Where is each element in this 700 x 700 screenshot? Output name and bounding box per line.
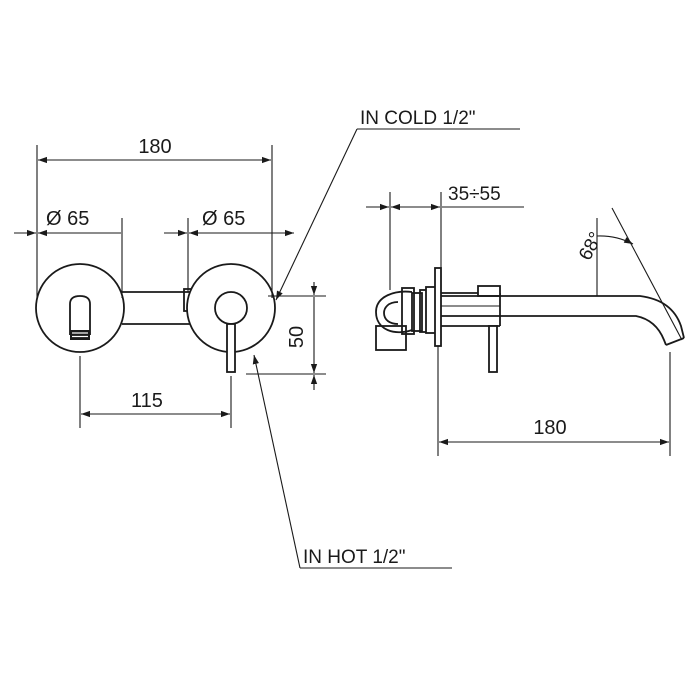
dim-spout-offset: 115 [79,356,232,428]
spout-profile [441,295,685,346]
dim-diameter-right-label: Ø 65 [202,208,245,230]
dim-spout-offset-label: 115 [131,390,163,412]
mixer-rosette [186,263,276,373]
hot-inlet-label: IN HOT 1/2" [303,547,405,568]
dim-diameter-left-label: Ø 65 [46,208,89,230]
dim-spout-length-label: 180 [533,417,566,439]
connecting-bar [122,288,193,325]
dim-diameter-right: Ø 65 [164,208,294,292]
dim-vertical-offset: 50 [246,282,326,390]
dim-spout-angle-label: 68° [575,229,607,264]
dim-front-width: 180 [36,136,273,298]
dim-vertical-offset-label: 50 [286,326,308,348]
valve-body [375,286,437,351]
dim-spout-length: 180 [437,346,671,456]
lever-profile [488,325,498,373]
mixer-lever [226,323,236,373]
spout-rosette [35,263,125,353]
hot-inlet-callout: IN HOT 1/2" [252,354,452,569]
dim-wall-depth-label: 35÷55 [448,184,501,205]
dim-front-width-label: 180 [138,136,171,158]
wall-rosette-profile [434,267,442,347]
front-view: 180 Ø 65 Ø 65 115 [14,108,520,569]
dim-wall-depth: 35÷55 [366,184,524,290]
aerator [70,330,90,340]
dim-spout-angle: 68° [575,207,683,341]
side-view: 35÷55 180 68° [366,184,685,456]
cold-inlet-label: IN COLD 1/2" [360,108,476,129]
cold-inlet-callout: IN COLD 1/2" [275,108,520,301]
dim-diameter-left: Ø 65 [14,208,123,298]
